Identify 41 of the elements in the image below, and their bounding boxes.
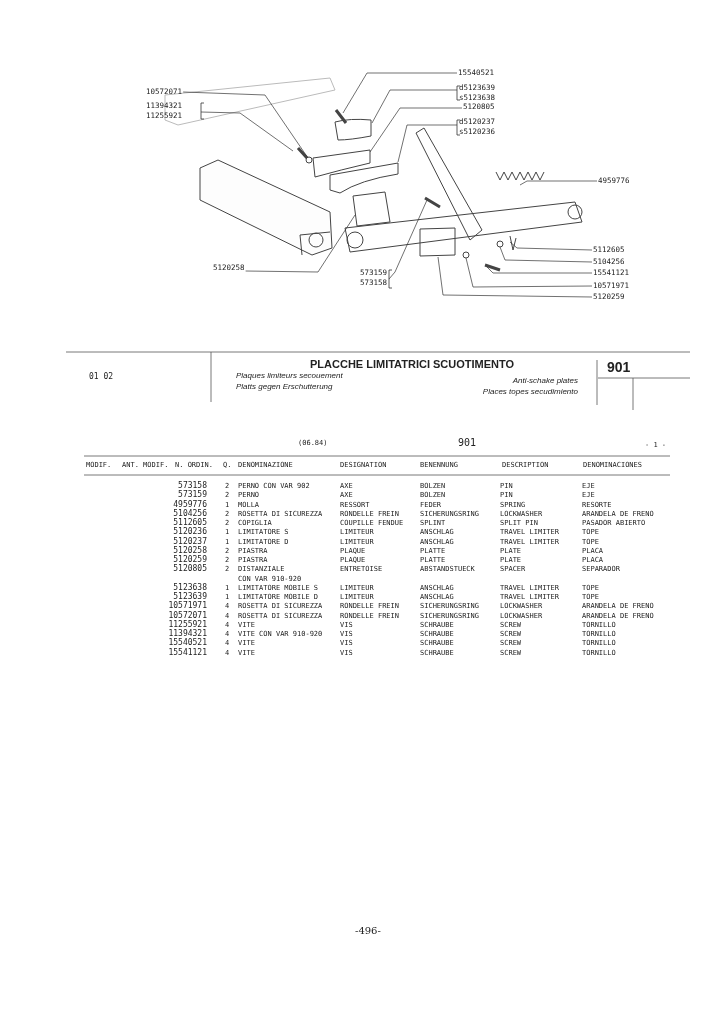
part-number: 5120805 [173,565,207,574]
subtitle-text: Anti-schake plates [512,376,578,386]
leader-line [369,107,463,153]
part-number: 4959776 [173,500,207,509]
leader-line [519,180,598,186]
leader-line [342,72,458,114]
section-title: PLACCHE LIMITATRICI SCUOTIMENTO [310,358,515,371]
leader-line [486,266,593,274]
part-number: 5120258 [173,546,207,555]
part-number: 11394321 [168,630,207,638]
leader-line [371,89,458,124]
section-number: 901 [458,437,477,449]
subtitle-text: Platts gegen Erschutterung [236,382,333,392]
leader-line [465,257,593,288]
part-number: 5123638 [173,583,207,592]
part-number: 5123639 [173,593,207,601]
leader-line [388,199,428,280]
part-number: 10572071 [168,611,207,620]
leader-line [200,111,294,152]
subtitle-text: Plaques limiteurs secouement [236,371,343,381]
section-code: 01 02 [89,372,114,381]
section-number: 901 [607,359,631,375]
leader-line [509,241,593,251]
part-number: 5120259 [173,556,207,564]
leader-line [437,256,593,298]
leader-line [397,124,458,163]
page-number: -496- [355,925,381,937]
part-number: 15540521 [168,639,207,648]
subtitle-text: Places topes secudimiento [482,387,578,397]
part-number: 573159 [178,491,207,500]
part-number: 5104256 [173,509,207,518]
leader-line [245,214,356,273]
part-number: 11255921 [168,620,207,629]
leader-line [499,246,593,263]
part-number: 573158 [178,482,207,490]
part-number: 5112605 [173,519,207,527]
part-number: 10571971 [168,602,207,611]
leader-line [182,91,309,159]
part-number: 15541121 [168,648,207,657]
part-number: 5120237 [173,537,207,546]
part-number: 5120236 [173,528,207,537]
